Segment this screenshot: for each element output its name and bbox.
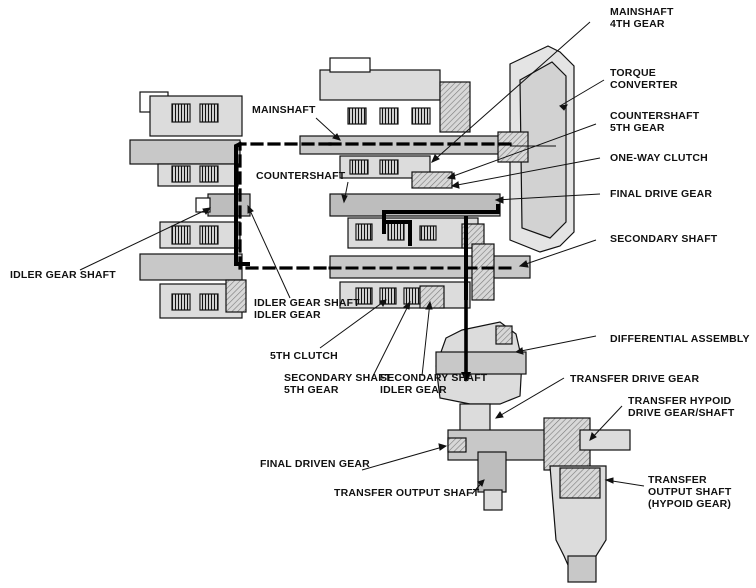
left-clutch-cluster bbox=[129, 91, 251, 319]
label-countershaft: COUNTERSHAFT bbox=[256, 170, 346, 182]
label-transfer-drive-gear: TRANSFER DRIVE GEAR bbox=[570, 373, 700, 385]
power-flow-path bbox=[234, 141, 512, 382]
label-one-way-clutch: ONE-WAY CLUTCH bbox=[610, 152, 708, 164]
label-mainshaft: MAINSHAFT bbox=[252, 104, 316, 116]
label-transfer-output-shaft: TRANSFER OUTPUT SHAFT bbox=[334, 487, 480, 499]
torque-converter-body bbox=[497, 45, 575, 253]
label-idler-gear-shaft: IDLER GEAR SHAFT bbox=[10, 269, 116, 281]
label-final-drive-gear: FINAL DRIVE GEAR bbox=[610, 188, 713, 200]
differential-and-transfer bbox=[435, 321, 631, 583]
label-differential-assembly: DIFFERENTIAL ASSEMBLY bbox=[610, 333, 750, 345]
label-secondary-shaft: SECONDARY SHAFT bbox=[610, 233, 718, 245]
label-5th-clutch: 5TH CLUTCH bbox=[270, 350, 338, 362]
label-final-driven-gear: FINAL DRIVEN GEAR bbox=[260, 458, 370, 470]
leader-lines bbox=[79, 21, 645, 495]
centre-gear-cluster bbox=[299, 57, 531, 309]
